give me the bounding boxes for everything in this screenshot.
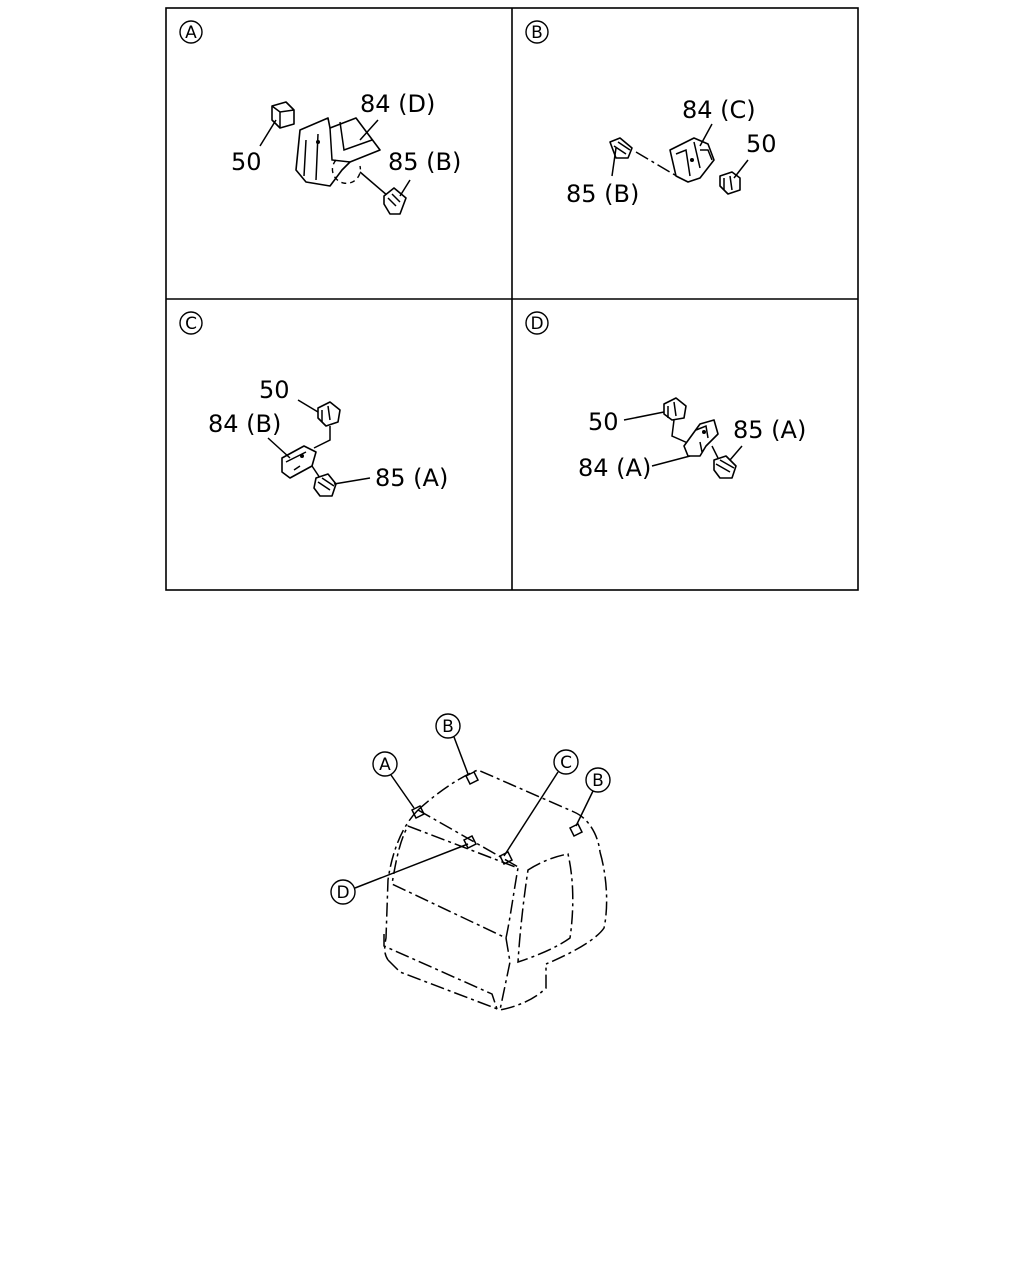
svg-text:D: D xyxy=(530,314,543,334)
panel-b-screw-label: 85 (B) xyxy=(566,180,639,208)
svg-text:A: A xyxy=(379,755,391,775)
mount-point-a xyxy=(410,804,426,820)
panel-a-clip-label: 50 xyxy=(231,148,262,176)
vehicle-body-outline xyxy=(383,769,608,1013)
panel-a: A 50 84 (D) 85 (B) xyxy=(179,20,461,215)
panel-d-marker: D xyxy=(525,311,549,335)
panel-d-bracket-label: 84 (A) xyxy=(578,454,651,482)
svg-text:B: B xyxy=(531,23,543,43)
clip-50-part xyxy=(317,401,341,427)
screw-85b-part xyxy=(609,137,633,159)
panel-b-clip-label: 50 xyxy=(746,130,777,158)
panel-a-marker: A xyxy=(179,20,203,44)
detail-grid xyxy=(165,7,859,591)
svg-text:B: B xyxy=(592,771,604,791)
bracket-84d-part xyxy=(295,117,381,187)
callout-b-top: B xyxy=(435,713,469,775)
callout-b-right: B xyxy=(575,767,611,827)
mount-point-b-top xyxy=(464,770,480,786)
panel-c-clip-label: 50 xyxy=(259,376,290,404)
screw-85b-part xyxy=(359,171,407,215)
panel-c-screw-label: 85 (A) xyxy=(375,464,448,492)
panel-b-marker: B xyxy=(525,20,549,44)
panel-c-marker: C xyxy=(179,311,203,335)
bracket-84a-part xyxy=(683,419,719,457)
callout-c: C xyxy=(503,749,579,857)
svg-text:A: A xyxy=(185,23,197,43)
vehicle-overview: A B C B D xyxy=(330,713,611,1013)
screw-85a-part xyxy=(311,465,337,497)
panel-c-bracket-label: 84 (B) xyxy=(208,410,281,438)
panel-d-clip-label: 50 xyxy=(588,408,619,436)
panel-b-bracket-label: 84 (C) xyxy=(682,96,756,124)
callout-a: A xyxy=(372,751,415,809)
svg-text:C: C xyxy=(560,753,572,773)
mount-point-b-right xyxy=(568,822,584,838)
svg-text:C: C xyxy=(185,314,197,334)
mount-point-d xyxy=(462,834,478,850)
svg-text:B: B xyxy=(442,717,454,737)
bracket-84c-part xyxy=(669,137,715,183)
panel-a-bracket-label: 84 (D) xyxy=(360,90,435,118)
panel-c: C 50 84 (B) 85 (A) xyxy=(179,311,448,497)
panel-d-screw-label: 85 (A) xyxy=(733,416,806,444)
callout-d: D xyxy=(330,843,469,905)
panel-d: D 50 84 (A) 85 (A) xyxy=(525,311,806,482)
panel-b: B 85 (B) 84 (C) 50 xyxy=(525,20,777,208)
svg-text:D: D xyxy=(336,883,349,903)
panel-a-screw-label: 85 (B) xyxy=(388,148,461,176)
clip-50-part xyxy=(271,101,295,129)
bracket-84b-part xyxy=(281,445,317,479)
clip-50-part xyxy=(663,397,687,421)
screw-85a-part xyxy=(711,445,737,479)
